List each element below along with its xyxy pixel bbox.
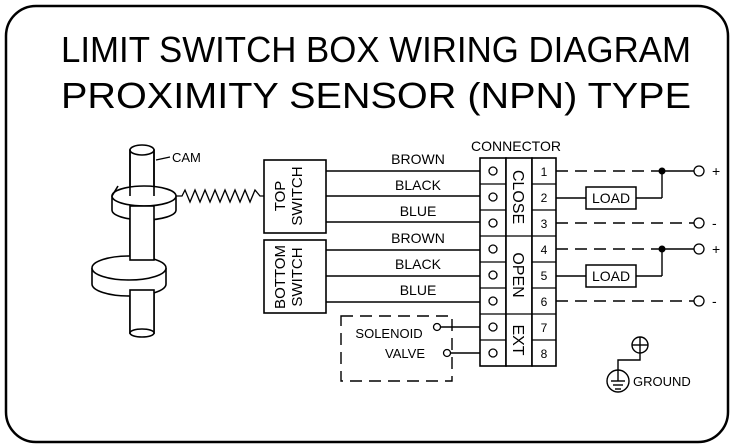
terminal-minus-icon [693, 217, 705, 229]
solenoid-label-1: SOLENOID [355, 326, 422, 341]
top-switch-label-1: TOP [272, 181, 289, 212]
polarity-plus-2: + [712, 241, 720, 257]
load-box-close [585, 186, 637, 210]
terminal-screw-icon [488, 322, 498, 332]
output-circuit-close [556, 170, 694, 224]
junction-dot [658, 245, 666, 253]
terminal-screw-icon [488, 270, 498, 280]
wire-label-black-top: BLACK [395, 177, 442, 193]
bottom-switch-box [263, 239, 327, 314]
title-line-2: PROXIMITY SENSOR (NPN) TYPE [61, 75, 691, 116]
terminal-number-8: 8 [541, 347, 548, 361]
terminal-number-3: 3 [541, 217, 548, 231]
load-label-close: LOAD [592, 190, 630, 206]
cam-shaft-top [129, 144, 155, 156]
terminal-minus-icon [693, 295, 705, 307]
load-label-open: LOAD [592, 268, 630, 284]
ground-symbol [606, 336, 649, 393]
connector-dividers [480, 183, 556, 341]
top-switch-label-2: SWITCH [289, 166, 306, 225]
cam-leader [155, 156, 171, 161]
terminal-screw-icon [488, 244, 498, 254]
terminal-number-6: 6 [541, 295, 548, 309]
cam-lower-disc [91, 255, 167, 297]
group-label-close: CLOSE [509, 170, 526, 224]
terminal-screw-icon [488, 192, 498, 202]
solenoid-terminal-icon [442, 348, 452, 358]
title-line-1: LIMIT SWITCH BOX WIRING DIAGRAM [61, 29, 691, 70]
wire-label-blue-bottom: BLUE [400, 282, 437, 298]
wire-label-brown-bottom: BROWN [391, 230, 445, 246]
signal-wires [326, 170, 480, 303]
terminal-number-7: 7 [541, 321, 548, 335]
cam-label: CAM [172, 150, 201, 165]
terminal-screw-icon [488, 218, 498, 228]
solenoid-terminal-icon [432, 322, 442, 332]
group-label-open: OPEN [509, 252, 526, 297]
junction-dot [658, 167, 666, 175]
output-circuit-open [556, 248, 694, 302]
terminal-plus-icon [693, 165, 705, 177]
ground-label: GROUND [633, 374, 691, 389]
solenoid-label-2: VALVE [385, 346, 425, 361]
wire-label-blue-top: BLUE [400, 203, 437, 219]
terminal-number-1: 1 [541, 165, 548, 179]
polarity-minus-2: - [712, 293, 717, 309]
terminal-screw-icon [488, 348, 498, 358]
bottom-switch-label-2: SWITCH [289, 247, 306, 306]
wire-label-black-bottom: BLACK [395, 256, 442, 272]
connector-label: CONNECTOR [471, 138, 561, 154]
top-switch-box [263, 159, 327, 234]
terminal-number-5: 5 [541, 269, 548, 283]
polarity-plus-1: + [712, 163, 720, 179]
solenoid-wires [441, 326, 480, 354]
polarity-minus-1: - [712, 215, 717, 231]
bottom-switch-label-1: BOTTOM [272, 245, 289, 309]
terminal-number-4: 4 [541, 243, 548, 257]
terminal-screws [488, 166, 498, 358]
terminal-number-2: 2 [541, 191, 548, 205]
load-box-open [585, 264, 637, 288]
terminal-plus-icon [693, 243, 705, 255]
spring-icon [176, 188, 264, 204]
group-label-ext: EXT [509, 324, 526, 355]
wire-label-brown-top: BROWN [391, 151, 445, 167]
solenoid-valve-box [340, 315, 453, 382]
cam-assembly [91, 144, 177, 338]
terminal-screw-icon [488, 296, 498, 306]
terminal-screw-icon [488, 166, 498, 176]
